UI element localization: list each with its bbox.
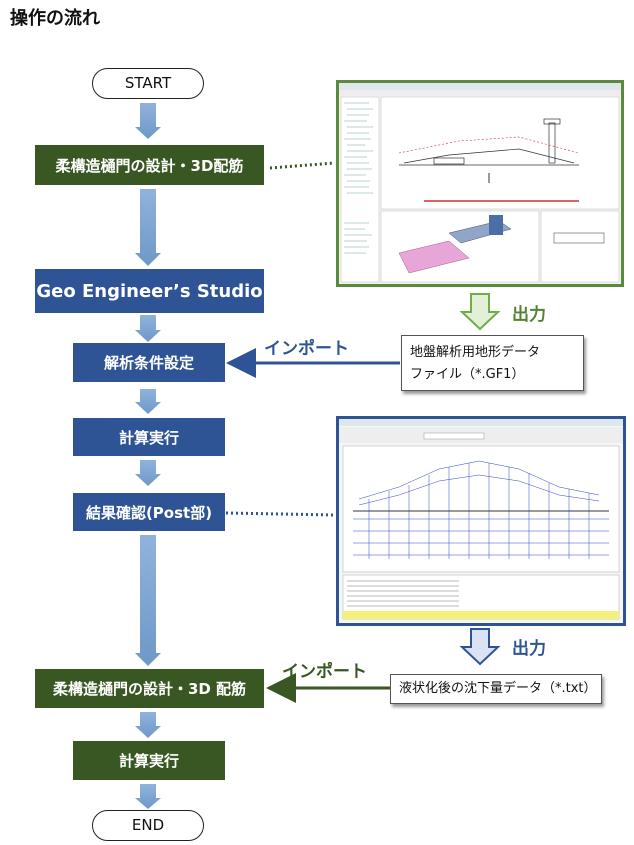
txt-callout: 液状化後の沈下量データ（*.txt）: [390, 674, 602, 704]
step-result-check: 結果確認(Post部): [73, 493, 225, 531]
dotted-connector: [225, 511, 335, 517]
end-node: END: [92, 810, 204, 841]
flow-arrow: [135, 389, 161, 414]
flow-arrow: [135, 460, 161, 486]
flow-arrow: [135, 784, 161, 809]
output-arrow: [459, 628, 501, 666]
design-screenshot: [336, 80, 624, 287]
flow-arrow: [135, 189, 161, 266]
gf1-callout-line2: ファイル（*.GF1）: [410, 367, 525, 382]
flow-arrow: [135, 535, 161, 666]
step-design-3d: 柔構造樋門の設計・3D配筋: [35, 145, 264, 185]
step-geo-studio: Geo Engineer’s Studio: [35, 269, 264, 313]
output-label: 出力: [512, 305, 546, 325]
import-label: インポート: [282, 662, 367, 682]
step-analysis-settings: 解析条件設定: [73, 343, 225, 382]
gf1-callout: 地盤解析用地形データ ファイル（*.GF1）: [401, 335, 584, 391]
design-screenshot-image: [339, 83, 621, 284]
flow-arrow: [135, 712, 161, 738]
flow-arrow: [135, 103, 161, 139]
start-node: START: [92, 68, 204, 99]
output-arrow: [459, 293, 501, 331]
dotted-connector: [269, 161, 335, 170]
post-screenshot-image: [339, 419, 623, 623]
flow-arrow: [135, 315, 161, 342]
gf1-callout-line1: 地盤解析用地形データ: [410, 345, 541, 360]
step-design-3d-2: 柔構造樋門の設計・3D 配筋: [35, 669, 264, 708]
output-label: 出力: [512, 639, 546, 659]
step-calculate-2: 計算実行: [73, 741, 225, 780]
post-screenshot: [336, 416, 626, 626]
step-calculate: 計算実行: [73, 418, 225, 456]
import-label: インポート: [264, 339, 349, 359]
page-title: 操作の流れ: [10, 8, 100, 29]
